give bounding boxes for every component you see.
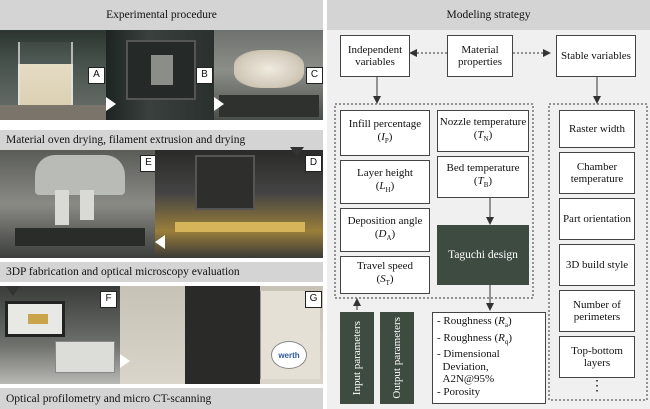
stable-item-label: Top-bottom layers bbox=[571, 344, 623, 370]
photo-optical-microscope: E bbox=[0, 150, 155, 258]
microscope-stage bbox=[15, 228, 145, 246]
connector-lines bbox=[334, 49, 648, 401]
tag-b: B bbox=[196, 67, 213, 84]
experimental-procedure-title: Experimental procedure bbox=[0, 0, 323, 30]
nozzle-temperature-box: Nozzle temperature (TN) bbox=[437, 110, 529, 152]
outputs-box: - Roughness (Ra) - Roughness (Rq) - Dime… bbox=[432, 312, 546, 404]
band-fabrication-microscopy: 3DP fabrication and optical microscopy e… bbox=[0, 262, 323, 282]
infill-percentage-box: Infill percentage (IP) bbox=[340, 110, 430, 156]
travel-symbol: S bbox=[380, 272, 386, 285]
monitor-sample bbox=[28, 314, 48, 324]
layer-subscript: H bbox=[385, 186, 391, 195]
ct-scanner-door bbox=[185, 286, 260, 384]
infill-subscript: P bbox=[384, 137, 389, 146]
werth-logo: werth bbox=[271, 341, 307, 369]
arrow-right-marker bbox=[106, 97, 116, 111]
bed-symbol: T bbox=[477, 174, 484, 187]
independent-variables-label: Independent variables bbox=[347, 43, 403, 69]
material-properties-box: Material properties bbox=[447, 35, 513, 77]
independent-variables-box: Independent variables bbox=[340, 35, 410, 77]
photo-filament-drying: C bbox=[214, 30, 323, 120]
layer-height-label: Layer height bbox=[357, 167, 413, 180]
bed-temperature-label: Bed temperature bbox=[446, 162, 520, 175]
infill-percentage-label: Infill percentage bbox=[348, 118, 422, 131]
tag-d: D bbox=[305, 155, 322, 172]
travel-speed-label: Travel speed bbox=[356, 260, 414, 273]
photo-optical-profilometer: F bbox=[0, 286, 120, 384]
modeling-strategy-title: Modeling strategy bbox=[327, 0, 650, 30]
monitor bbox=[5, 301, 65, 337]
deposition-angle-box: Deposition angle (DA) bbox=[340, 208, 430, 252]
stable-item-label: 3D build style bbox=[565, 258, 629, 271]
profilometer-unit bbox=[55, 341, 115, 373]
stable-item-top-bottom-layers: Top-bottom layers bbox=[559, 336, 635, 378]
taguchi-design-label: Taguchi design bbox=[448, 249, 518, 261]
arrow-down-marker bbox=[6, 286, 20, 296]
tag-c: C bbox=[306, 67, 323, 84]
photo-material-beaker: A bbox=[0, 30, 106, 120]
tag-e: E bbox=[140, 155, 155, 172]
output-dimensional-deviation: - Dimensional Deviation, A2N@95% bbox=[437, 348, 500, 386]
microscope-head bbox=[35, 155, 125, 195]
stable-variables-label: Stable variables bbox=[561, 49, 631, 62]
nozzle-subscript: N bbox=[483, 135, 489, 144]
taguchi-design-box: Taguchi design bbox=[437, 225, 529, 285]
printed-part bbox=[175, 222, 305, 232]
stable-item-label: Number of perimeters bbox=[573, 298, 621, 324]
filament-spool bbox=[234, 50, 304, 88]
travel-subscript: T bbox=[385, 279, 390, 288]
table-surface bbox=[0, 105, 106, 120]
layer-height-box: Layer height (LH) bbox=[340, 160, 430, 204]
material-properties-label: Material properties bbox=[458, 43, 502, 69]
stable-item-raster-width: Raster width bbox=[559, 110, 635, 148]
arrow-right-marker bbox=[214, 97, 224, 111]
output-parameters-label: Output parameters bbox=[391, 317, 403, 399]
stable-item-label: Part orientation bbox=[562, 212, 632, 225]
stable-item-number-of-perimeters: Number of perimeters bbox=[559, 290, 635, 332]
input-parameters-box: Input parameters bbox=[340, 312, 374, 404]
arrow-down-marker bbox=[290, 147, 304, 157]
stable-item-chamber-temperature: Chamber temperature bbox=[559, 152, 635, 194]
more-items-ellipsis: ⋮ bbox=[590, 379, 604, 394]
arrow-right-marker bbox=[120, 354, 130, 368]
objective-lens bbox=[80, 190, 94, 220]
bed-temperature-box: Bed temperature (TB) bbox=[437, 156, 529, 198]
photo-micro-ct-scanner: werth G bbox=[120, 286, 323, 384]
objective-lens bbox=[55, 190, 69, 225]
stable-item-part-orientation: Part orientation bbox=[559, 198, 635, 240]
output-parameters-box: Output parameters bbox=[380, 312, 414, 404]
printer-head bbox=[195, 155, 255, 210]
oven-tray bbox=[219, 95, 319, 117]
extruder-head bbox=[151, 55, 173, 85]
ct-scanner-panel: werth bbox=[260, 291, 320, 379]
output-porosity: - Porosity bbox=[437, 385, 481, 398]
travel-speed-box: Travel speed (ST) bbox=[340, 256, 430, 294]
photo-3dp-fabrication: D bbox=[155, 150, 323, 258]
nozzle-temperature-label: Nozzle temperature bbox=[439, 116, 527, 129]
tag-g: G bbox=[305, 291, 322, 308]
beaker-shape bbox=[18, 42, 73, 117]
stable-item-label: Chamber temperature bbox=[570, 160, 624, 186]
tag-f: F bbox=[100, 291, 117, 308]
stable-item-label: Raster width bbox=[569, 122, 625, 135]
band-profilometry-ct: Optical profilometry and micro CT-scanni… bbox=[0, 388, 323, 409]
output-roughness-rq: - Roughness (Rq) bbox=[437, 331, 513, 346]
input-parameters-label: Input parameters bbox=[351, 320, 363, 396]
deposition-angle-label: Deposition angle bbox=[347, 215, 423, 228]
deposition-symbol: D bbox=[378, 227, 387, 240]
tag-a: A bbox=[88, 67, 105, 84]
photo-filament-extrusion: B bbox=[106, 30, 214, 120]
bed-subscript: B bbox=[483, 181, 489, 190]
deposition-subscript: A bbox=[386, 234, 392, 243]
layer-symbol: L bbox=[379, 179, 386, 192]
infill-symbol: I bbox=[381, 130, 385, 143]
stable-item-3d-build-style: 3D build style bbox=[559, 244, 635, 286]
arrow-left-marker bbox=[155, 235, 165, 249]
output-roughness-ra: - Roughness (Ra) bbox=[437, 315, 512, 330]
stable-variables-box: Stable variables bbox=[556, 35, 636, 77]
band-drying-extrusion: Material oven drying, filament extrusion… bbox=[0, 130, 323, 150]
nozzle-symbol: T bbox=[477, 128, 484, 141]
